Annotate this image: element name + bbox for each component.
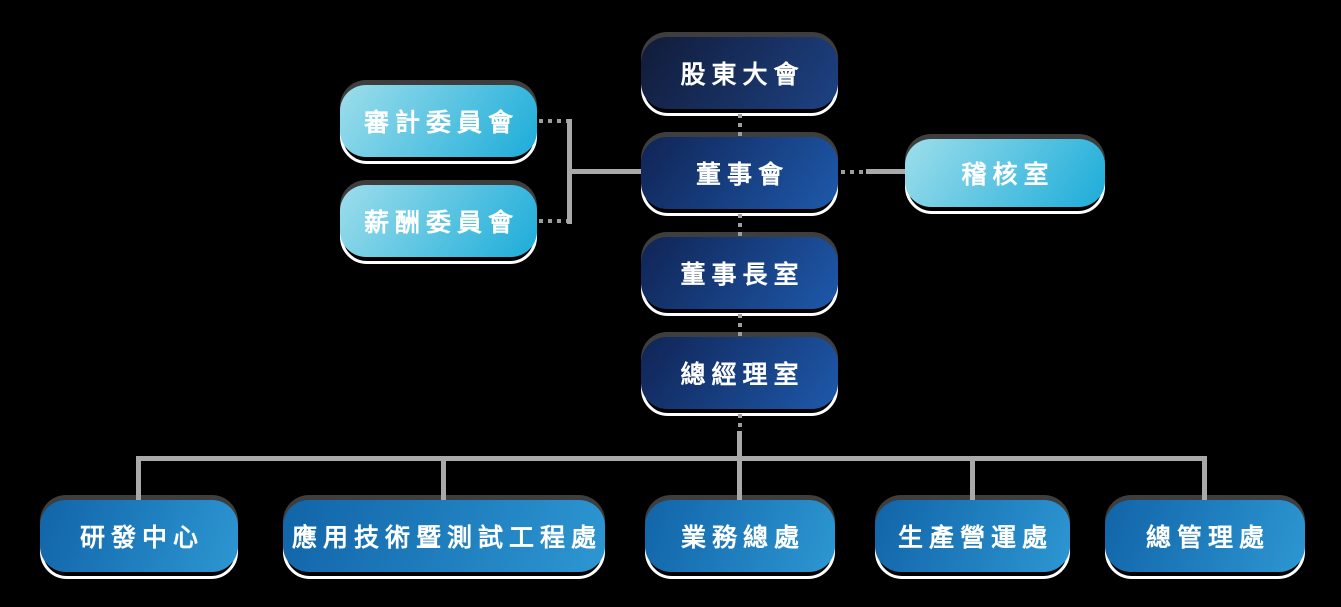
org-node-label: 總經理室 [680,360,805,389]
org-node-app-tech-test-engineering-division: 應用技術暨測試工程處 [283,495,605,579]
org-node-board-of-directors: 董事會 [641,132,838,216]
connector-tree-horizontal [137,456,1205,461]
connector-president-dotted-stub [738,414,742,432]
connector-board-to-audit-office-solid [866,169,905,174]
connector-shareholders-to-board [738,114,742,137]
org-node-label: 生產營運處 [897,523,1053,552]
org-node-president-office: 總經理室 [641,332,838,416]
org-node-label: 股東大會 [680,60,805,89]
connector-drop-rd-center [136,456,141,500]
connector-drop-app-tech [441,456,446,500]
org-node-label: 董事會 [695,160,789,189]
org-node-rd-center: 研發中心 [40,495,238,579]
connector-board-to-audit-office-dotted [841,170,866,174]
org-node-label: 審計委員會 [363,108,519,137]
connector-bracket-to-board [567,169,641,174]
org-node-chairman-office: 董事長室 [641,232,838,316]
connector-chairman-to-president [738,314,742,337]
connector-board-to-chairman [738,214,742,237]
org-node-label: 總管理處 [1145,523,1270,552]
org-node-audit-office: 稽核室 [905,134,1105,214]
org-node-label: 薪酬委員會 [363,208,519,237]
connector-drop-production [970,456,975,500]
org-node-label: 稽核室 [961,160,1055,189]
connector-compensation-committee-dotted [539,219,567,223]
org-node-shareholders-meeting: 股東大會 [641,32,838,116]
org-node-audit-committee: 審計委員會 [340,80,537,164]
connector-center-drop [737,431,742,500]
connector-audit-committee-dotted [539,119,567,123]
org-node-label: 應用技術暨測試工程處 [291,523,602,552]
org-node-sales-division: 業務總處 [645,495,835,579]
org-node-general-management-division: 總管理處 [1105,495,1305,579]
org-node-label: 研發中心 [79,523,204,552]
org-node-label: 董事長室 [680,260,805,289]
connector-drop-general-management [1202,456,1207,500]
org-node-production-operations-division: 生產營運處 [875,495,1070,579]
org-node-compensation-committee: 薪酬委員會 [340,180,537,264]
org-node-label: 業務總處 [680,523,805,552]
